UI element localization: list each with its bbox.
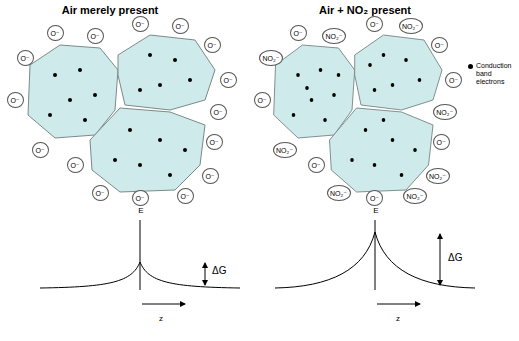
oxygen-ion-circle: O⁻ xyxy=(132,16,149,32)
oxygen-ion-circle: O⁻ xyxy=(204,37,221,53)
ion-label: NO₂⁻ xyxy=(407,193,424,200)
ion-label: O⁻ xyxy=(370,195,379,202)
ion-label: O⁻ xyxy=(223,77,232,84)
oxygen-ion-circle: O⁻ xyxy=(132,190,149,206)
ion-label: O⁻ xyxy=(370,21,379,28)
ion-label: O⁻ xyxy=(207,42,216,49)
ion-label: NO₂⁻ xyxy=(402,23,419,30)
oxygen-ion-circle: O⁻ xyxy=(202,168,219,184)
ion-label: NO₂⁻ xyxy=(276,147,293,154)
ion-label: O⁻ xyxy=(135,195,144,202)
ion-label: O⁻ xyxy=(311,162,320,169)
ion-label: O⁻ xyxy=(10,97,19,104)
oxygen-ion-circle: O⁻ xyxy=(210,104,227,120)
oxygen-ion-circle: O⁻ xyxy=(172,18,189,34)
panel-title: Air merely present xyxy=(62,4,159,16)
adsorbed-ion-circle: NO₂⁻ xyxy=(403,188,427,204)
oxygen-ion-circle: O⁻ xyxy=(92,185,109,201)
ion-label: O⁻ xyxy=(175,23,184,30)
oxygen-ion-circle: O⁻ xyxy=(47,25,64,41)
oxygen-ion-circle: O⁻ xyxy=(220,72,237,88)
adsorbed-ion-circle: O⁻ xyxy=(445,72,462,88)
band-diagram-air xyxy=(40,220,240,304)
axis-label: z xyxy=(158,315,164,324)
ion-label: O⁻ xyxy=(90,33,99,40)
adsorbed-ion-circle: NO₂⁻ xyxy=(273,142,297,158)
ion-label: O⁻ xyxy=(35,147,44,154)
ion-label: NO₂⁻ xyxy=(330,190,347,197)
panel-title: Air + NO₂ present xyxy=(319,4,411,16)
axis-label: E xyxy=(372,207,379,216)
oxygen-ion-circle: O⁻ xyxy=(206,134,223,150)
adsorbed-ion-circle: O⁻ xyxy=(366,190,383,206)
oxygen-ion-circle: O⁻ xyxy=(17,50,34,66)
ion-label: O⁻ xyxy=(257,97,266,104)
ion-label: NO₂⁻ xyxy=(429,173,446,180)
ion-label: O⁻ xyxy=(135,21,144,28)
ion-label: O⁻ xyxy=(70,162,79,169)
adsorbed-ion-circle: O⁻ xyxy=(366,16,383,32)
ion-label: O⁻ xyxy=(213,109,222,116)
ion-label: NO₂⁻ xyxy=(436,109,453,116)
adsorbed-ion-circle: NO₂⁻ xyxy=(433,104,457,120)
grains-air xyxy=(28,35,215,192)
ion-label: O⁻ xyxy=(435,42,444,49)
oxygen-ion-circle: O⁻ xyxy=(32,142,49,158)
ion-label: O⁻ xyxy=(449,77,458,84)
oxygen-ion-circle: O⁻ xyxy=(67,157,84,173)
adsorbed-ion-circle: O⁻ xyxy=(433,134,450,150)
axis-label: E xyxy=(137,207,144,216)
axis-label: z xyxy=(395,315,401,324)
oxygen-ion-circle: O⁻ xyxy=(177,188,194,204)
band-diagram-no2 xyxy=(275,220,475,304)
ion-label: O⁻ xyxy=(95,190,104,197)
adsorbed-ion-circle: O⁻ xyxy=(308,157,325,173)
legend-swatch xyxy=(468,64,473,69)
adsorbed-ion-circle: NO₂⁻ xyxy=(259,50,283,66)
grains-air-no2 xyxy=(274,35,442,192)
oxygen-ion-circle: O⁻ xyxy=(87,28,104,44)
ion-label: O⁻ xyxy=(437,139,446,146)
adsorbed-ion-circle: O⁻ xyxy=(254,92,271,108)
barrier-label: ΔG xyxy=(212,265,226,276)
barrier-label: ΔG xyxy=(448,252,462,263)
ion-label: O⁻ xyxy=(20,55,29,62)
ion-label: O⁻ xyxy=(180,193,189,200)
adsorbed-ion-circle: NO₂⁻ xyxy=(327,185,351,201)
ion-label: O⁻ xyxy=(205,173,214,180)
ion-label: O⁻ xyxy=(50,30,59,37)
oxygen-ion-circle: O⁻ xyxy=(7,92,24,108)
adsorbed-ion-circle: NO₂⁻ xyxy=(426,168,450,184)
ion-label: NO₂⁻ xyxy=(263,55,280,62)
legend-text: Conduction band electrons xyxy=(476,62,518,86)
adsorbed-ion-circle: NO₂⁻ xyxy=(399,18,423,34)
ion-label: O⁻ xyxy=(209,139,218,146)
adsorbed-ion-circle: NO₂⁻ xyxy=(322,28,346,44)
ion-label: NO₂⁻ xyxy=(326,33,343,40)
adsorbed-ion-circle: O⁻ xyxy=(290,25,307,41)
adsorbed-ion-circle: O⁻ xyxy=(431,37,448,53)
ion-label: O⁻ xyxy=(293,30,302,37)
